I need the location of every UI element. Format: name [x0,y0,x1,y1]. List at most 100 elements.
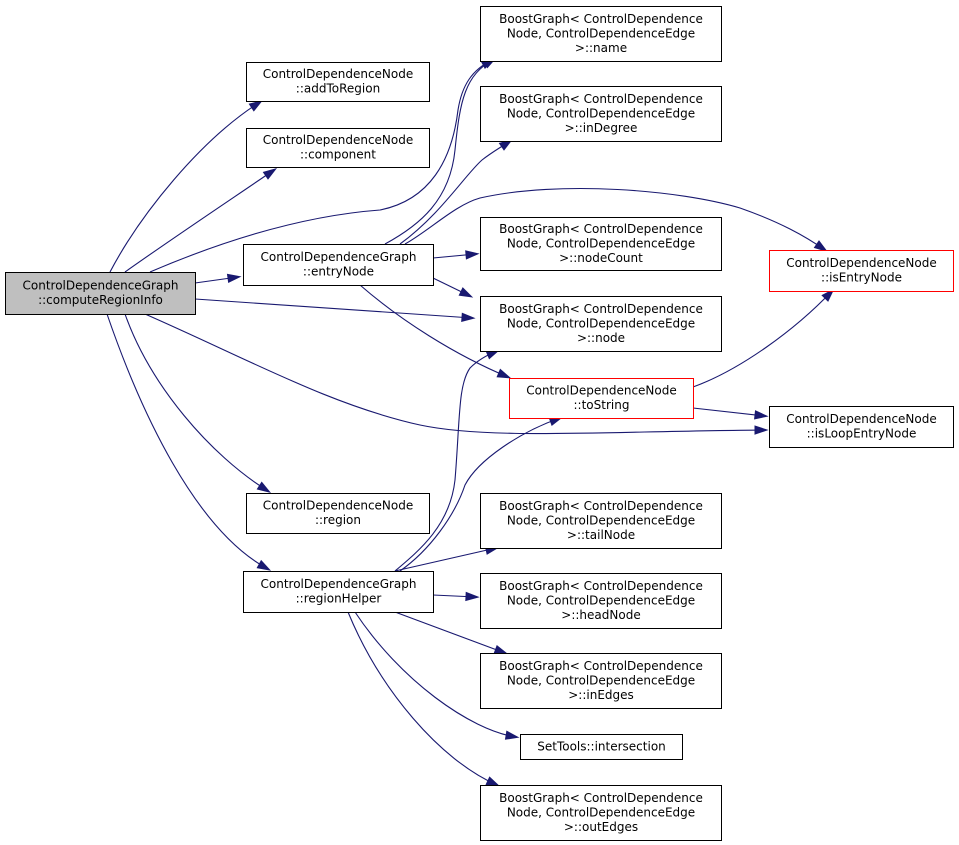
edge-arrowhead [493,644,509,655]
node-label-line: ControlDependenceGraph [23,279,179,293]
edge-line [124,313,269,492]
edge-arrowhead [226,273,242,284]
edge-arrowhead [461,312,476,322]
edge-regionHelper-to-intersection [354,611,520,740]
edge-line [347,611,498,786]
node-box [480,86,722,142]
node-box [480,493,722,549]
node-box [769,406,954,448]
node-bg_node[interactable]: BoostGraph< ControlDependenceNode, Contr… [480,296,722,352]
edge-line [106,313,269,570]
node-box [520,734,683,760]
edges-layer [106,57,835,787]
node-box [480,217,722,271]
edge-line [692,290,833,388]
node-computeRegionInfo[interactable]: ControlDependenceGraph::computeRegionInf… [5,272,196,315]
node-bg_nodeCount[interactable]: BoostGraph< ControlDependenceNode, Contr… [480,217,722,271]
node-label-line: ControlDependenceNode [786,412,937,426]
node-label-line: BoostGraph< ControlDependence [499,92,703,106]
node-label-line: ::isLoopEntryNode [807,427,917,441]
node-label-line: ::regionHelper [296,592,382,606]
edge-toString-to-isLoopEntryNode [692,407,769,420]
node-regionHelper[interactable]: ControlDependenceGraph::regionHelper [243,571,434,613]
edge-arrowhead [262,168,278,180]
edge-computeRegionInfo-to-regionHelper [106,313,272,571]
edge-line [394,611,506,654]
edge-line [692,407,766,417]
edge-computeRegionInfo-to-region [124,313,272,493]
node-region[interactable]: ControlDependenceNode::region [246,493,430,534]
node-bg_inDegree[interactable]: BoostGraph< ControlDependenceNode, Contr… [480,86,722,142]
node-label-line: >::inEdges [568,688,634,702]
node-label-line: Node, ControlDependenceEdge [507,106,695,120]
edge-computeRegionInfo-to-isLoopEntryNode [144,313,769,435]
node-label-line: ControlDependenceNode [526,384,677,398]
edge-entryNode-to-bg_nodeCount [432,250,480,260]
edge-entryNode-to-toString [359,284,512,379]
node-addToRegion[interactable]: ControlDependenceNode::addToRegion [246,62,430,102]
node-label-line: ControlDependenceGraph [261,250,417,264]
node-component[interactable]: ControlDependenceNode::component [246,128,430,168]
edge-regionHelper-to-toString [399,416,564,572]
edge-line [394,547,497,572]
node-box [246,62,430,102]
edge-line [384,58,495,245]
edge-arrowhead [256,559,272,571]
node-label-line: ::computeRegionInfo [38,293,163,307]
node-label-line: Node, ControlDependenceEdge [507,805,695,819]
node-label-line: ::toString [574,398,630,412]
edge-arrowhead [821,288,835,302]
node-label-line: Node, ControlDependenceEdge [507,316,695,330]
node-label-line: >::outEdges [564,820,638,834]
node-label-line: Node, ControlDependenceEdge [507,26,695,40]
node-label-line: ControlDependenceNode [263,499,414,513]
edge-line [359,284,509,378]
edge-line [194,298,473,319]
edge-arrowhead [496,368,512,379]
node-bg_name[interactable]: BoostGraph< ControlDependenceNode, Contr… [480,6,722,62]
edge-arrowhead [256,481,272,493]
node-isEntryNode[interactable]: ControlDependenceNode::isEntryNode [769,250,954,292]
edge-entryNode-to-isEntryNode [404,187,828,252]
edge-line [394,350,498,572]
node-label-line: BoostGraph< ControlDependence [499,222,703,236]
node-label-line: ::entryNode [303,265,374,279]
edge-line [354,611,517,738]
edge-computeRegionInfo-to-entryNode [194,273,242,284]
node-label-line: Node, ControlDependenceEdge [507,513,695,527]
edge-regionHelper-to-bg_tailNode [394,545,500,572]
node-isLoopEntryNode[interactable]: ControlDependenceNode::isLoopEntryNode [769,406,954,448]
node-label-line: >::inDegree [565,121,638,135]
node-label-line: BoostGraph< ControlDependence [499,791,703,805]
node-box [5,272,196,315]
edge-regionHelper-to-bg_headNode [432,591,480,602]
node-bg_tailNode[interactable]: BoostGraph< ControlDependenceNode, Contr… [480,493,722,549]
node-bg_inEdges[interactable]: BoostGraph< ControlDependenceNode, Contr… [480,653,722,709]
node-box [509,378,694,419]
node-box [480,573,722,629]
node-label-line: ControlDependenceNode [263,133,414,147]
node-label-line: ::addToRegion [296,82,380,96]
node-box [243,571,434,613]
node-label-line: >::headNode [561,608,640,622]
node-bg_outEdges[interactable]: BoostGraph< ControlDependenceNode, Contr… [480,785,722,841]
node-label-line: BoostGraph< ControlDependence [499,659,703,673]
node-intersection[interactable]: SetTools::intersection [520,734,683,760]
edge-line [399,417,561,572]
node-toString[interactable]: ControlDependenceNode::toString [509,378,694,419]
node-entryNode[interactable]: ControlDependenceGraph::entryNode [243,244,434,286]
node-box [246,128,430,168]
edge-regionHelper-to-bg_outEdges [347,611,501,787]
node-box [246,493,430,534]
edge-line [124,169,275,273]
edge-regionHelper-to-bg_node [394,349,501,572]
edge-computeRegionInfo-to-component [124,168,278,273]
node-bg_headNode[interactable]: BoostGraph< ControlDependenceNode, Contr… [480,573,722,629]
edge-arrowhead [248,100,264,112]
node-label-line: ControlDependenceNode [786,256,937,270]
node-label-line: BoostGraph< ControlDependence [499,579,703,593]
node-label-line: ::isEntryNode [821,271,902,285]
node-box [480,6,722,62]
node-label-line: >::nodeCount [559,251,643,265]
